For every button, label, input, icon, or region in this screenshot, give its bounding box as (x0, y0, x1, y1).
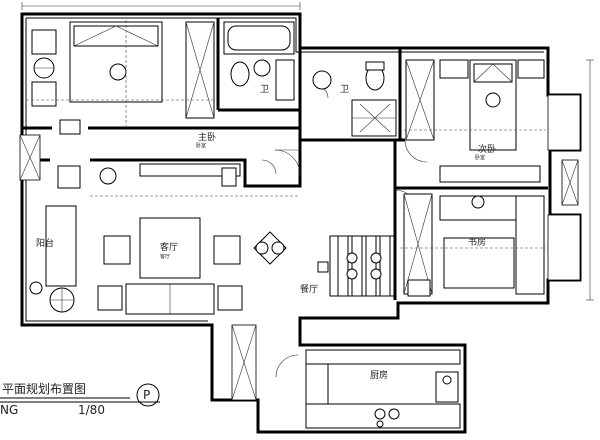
room-sub-bedroom-2: 卧室 (475, 154, 485, 161)
room-sub-master-bedroom: 卧室 (196, 142, 206, 149)
room-label-bath-1: 卫 (260, 85, 269, 95)
master-bedroom-furniture (26, 20, 216, 135)
title-block (0, 383, 160, 407)
room-sub-living: 客厅 (160, 253, 170, 260)
study-furniture (400, 193, 546, 297)
drawing-title-prefix: NG (0, 403, 18, 417)
windows (19, 94, 581, 401)
room-label-dining: 餐厅 (300, 283, 318, 295)
kitchen-furniture (305, 349, 461, 429)
room-label-kitchen: 厨房 (370, 369, 388, 381)
room-label-balcony: 阳台 (36, 237, 54, 249)
door-swings (261, 85, 428, 378)
bedroom-2-furniture (404, 59, 546, 183)
bath-1-fixtures (223, 21, 295, 101)
room-label-living: 客厅 (160, 241, 178, 253)
room-label-master-bedroom: 主卧 (198, 131, 216, 143)
living-room-furniture (29, 163, 300, 315)
dimension-lines (21, 2, 594, 301)
room-label-bedroom-2: 次卧 (478, 143, 496, 155)
drawing-scale: 1/80 (78, 403, 105, 417)
north-mark: P (143, 388, 150, 402)
room-label-study: 书房 (468, 236, 486, 248)
drawing-title: 平面规划布置图 (2, 381, 86, 396)
room-label-bath-2: 卫 (340, 85, 349, 95)
dining-furniture (253, 231, 395, 297)
bath-2-fixtures (312, 61, 397, 137)
